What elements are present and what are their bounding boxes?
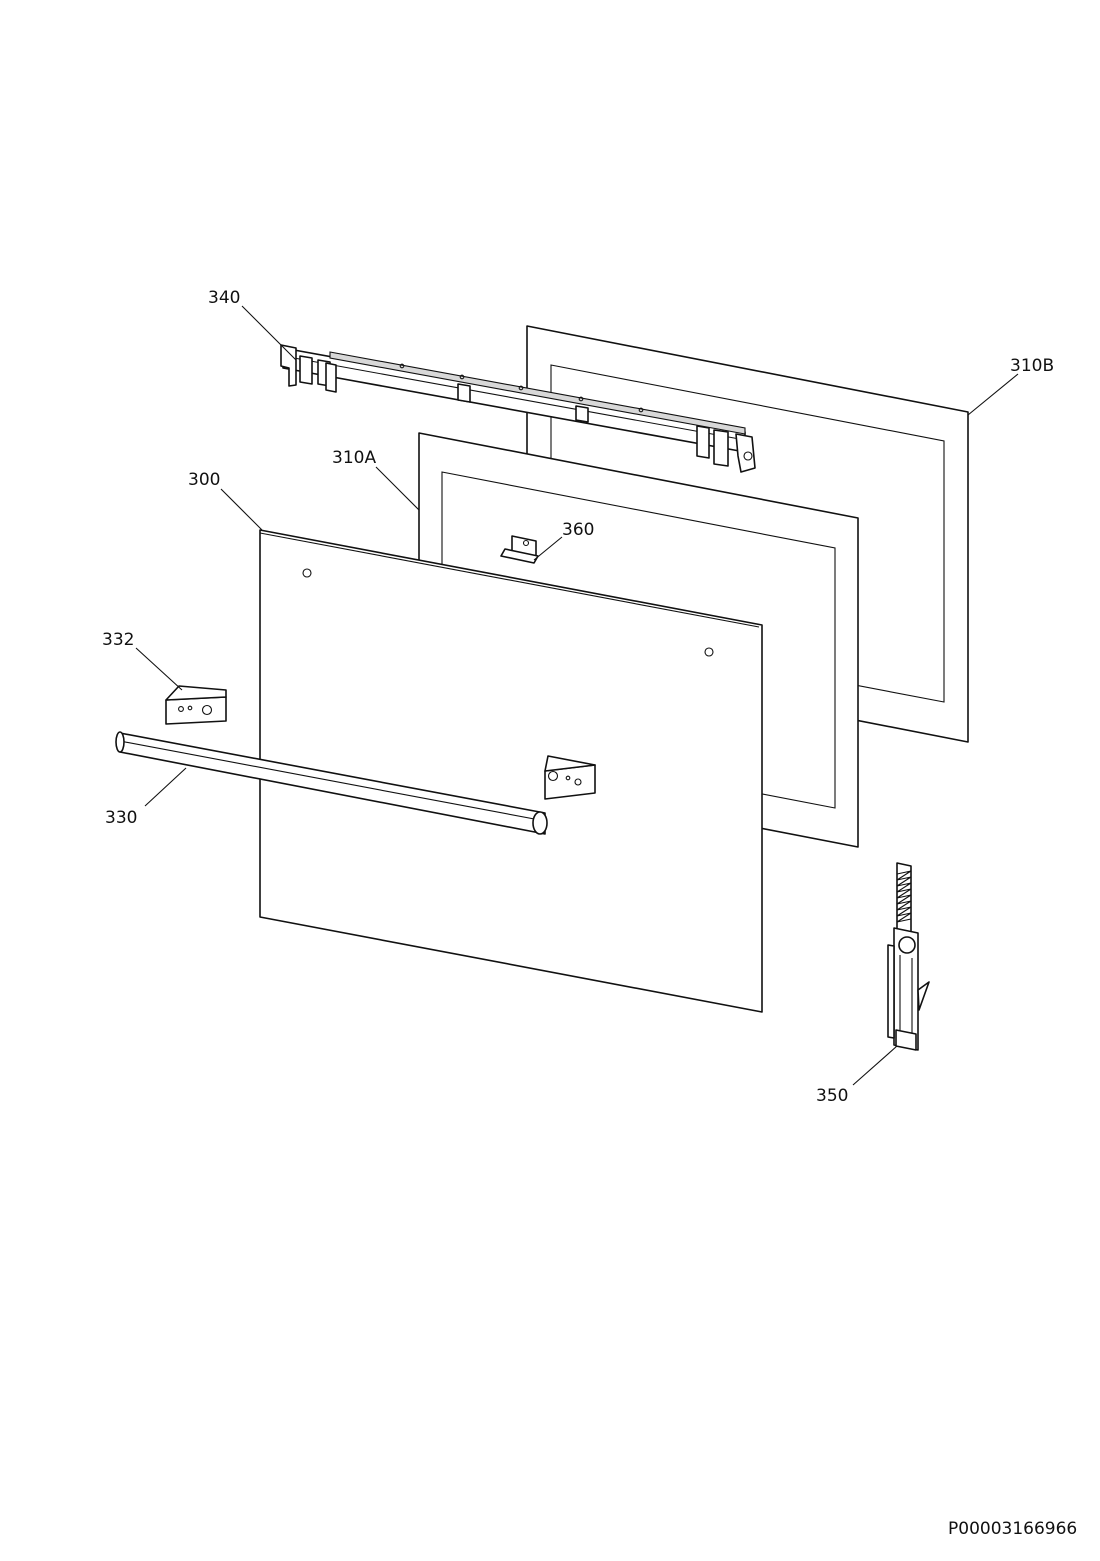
leader-340 — [241, 305, 297, 361]
part-350-hinge[interactable] — [887, 862, 930, 1051]
callout-332: 332 — [102, 630, 134, 650]
part-300-outer-glass[interactable] — [259, 529, 763, 1013]
leader-310a — [375, 466, 420, 511]
callout-350: 350 — [816, 1086, 848, 1106]
leader-310b — [967, 373, 1019, 416]
leader-360 — [533, 536, 563, 561]
document-code: P00003166966 — [948, 1519, 1077, 1539]
leader-332 — [135, 647, 183, 691]
leader-300 — [220, 488, 263, 531]
part-360-clip[interactable] — [500, 535, 539, 564]
leader-330 — [144, 767, 187, 807]
part-handle-bracket-right[interactable] — [544, 755, 596, 800]
callout-310a: 310A — [332, 448, 376, 468]
part-330-handle-bar[interactable] — [115, 731, 548, 835]
leader-350 — [852, 1045, 898, 1086]
part-340-top-profile[interactable] — [280, 344, 756, 473]
callout-300: 300 — [188, 470, 220, 490]
callout-310b: 310B — [1010, 356, 1054, 376]
leader-lines — [135, 305, 1019, 1086]
part-332-handle-bracket-left[interactable] — [165, 685, 227, 725]
callout-360: 360 — [562, 520, 594, 540]
callout-330: 330 — [105, 808, 137, 828]
callout-340: 340 — [208, 288, 240, 308]
